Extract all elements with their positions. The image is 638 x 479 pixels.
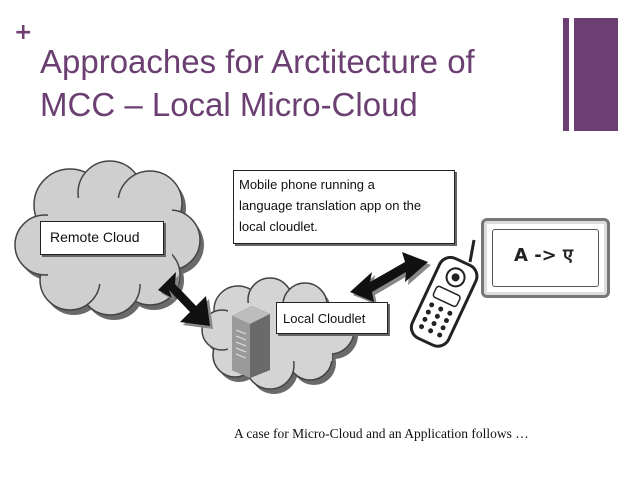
mobile-phone-note: Mobile phone running a language translat… — [233, 170, 455, 244]
accent-bar-thin — [563, 18, 569, 131]
double-arrow-local-phone — [350, 252, 431, 305]
mobile-note-line-3: local cloudlet. — [239, 219, 318, 234]
slide-caption: A case for Micro-Cloud and an Applicatio… — [234, 426, 529, 441]
accent-bar-thick — [574, 18, 618, 131]
server-icon — [232, 306, 270, 378]
mobile-note-line-1: Mobile phone running a — [239, 177, 375, 192]
title-line-1: Approaches for Arctitecture of — [40, 43, 475, 80]
title-line-2: MCC – Local Micro-Cloud — [40, 86, 418, 123]
phone-screen-inner — [492, 229, 599, 287]
screen-translation-text: A -> ए — [514, 245, 573, 266]
plus-icon: + — [14, 20, 33, 45]
local-cloudlet-label: Local Cloudlet — [276, 302, 388, 334]
mobile-note-line-2: language translation app on the — [239, 198, 422, 213]
slide-title: Approaches for Arctitecture of MCC – Loc… — [40, 40, 540, 126]
local-cloud-icon — [201, 277, 358, 394]
mobile-phone-icon — [409, 239, 479, 348]
phone-screen-display: A -> ए — [481, 218, 610, 298]
remote-cloud-label: Remote Cloud — [40, 221, 164, 255]
double-arrow-remote-local — [158, 272, 213, 329]
